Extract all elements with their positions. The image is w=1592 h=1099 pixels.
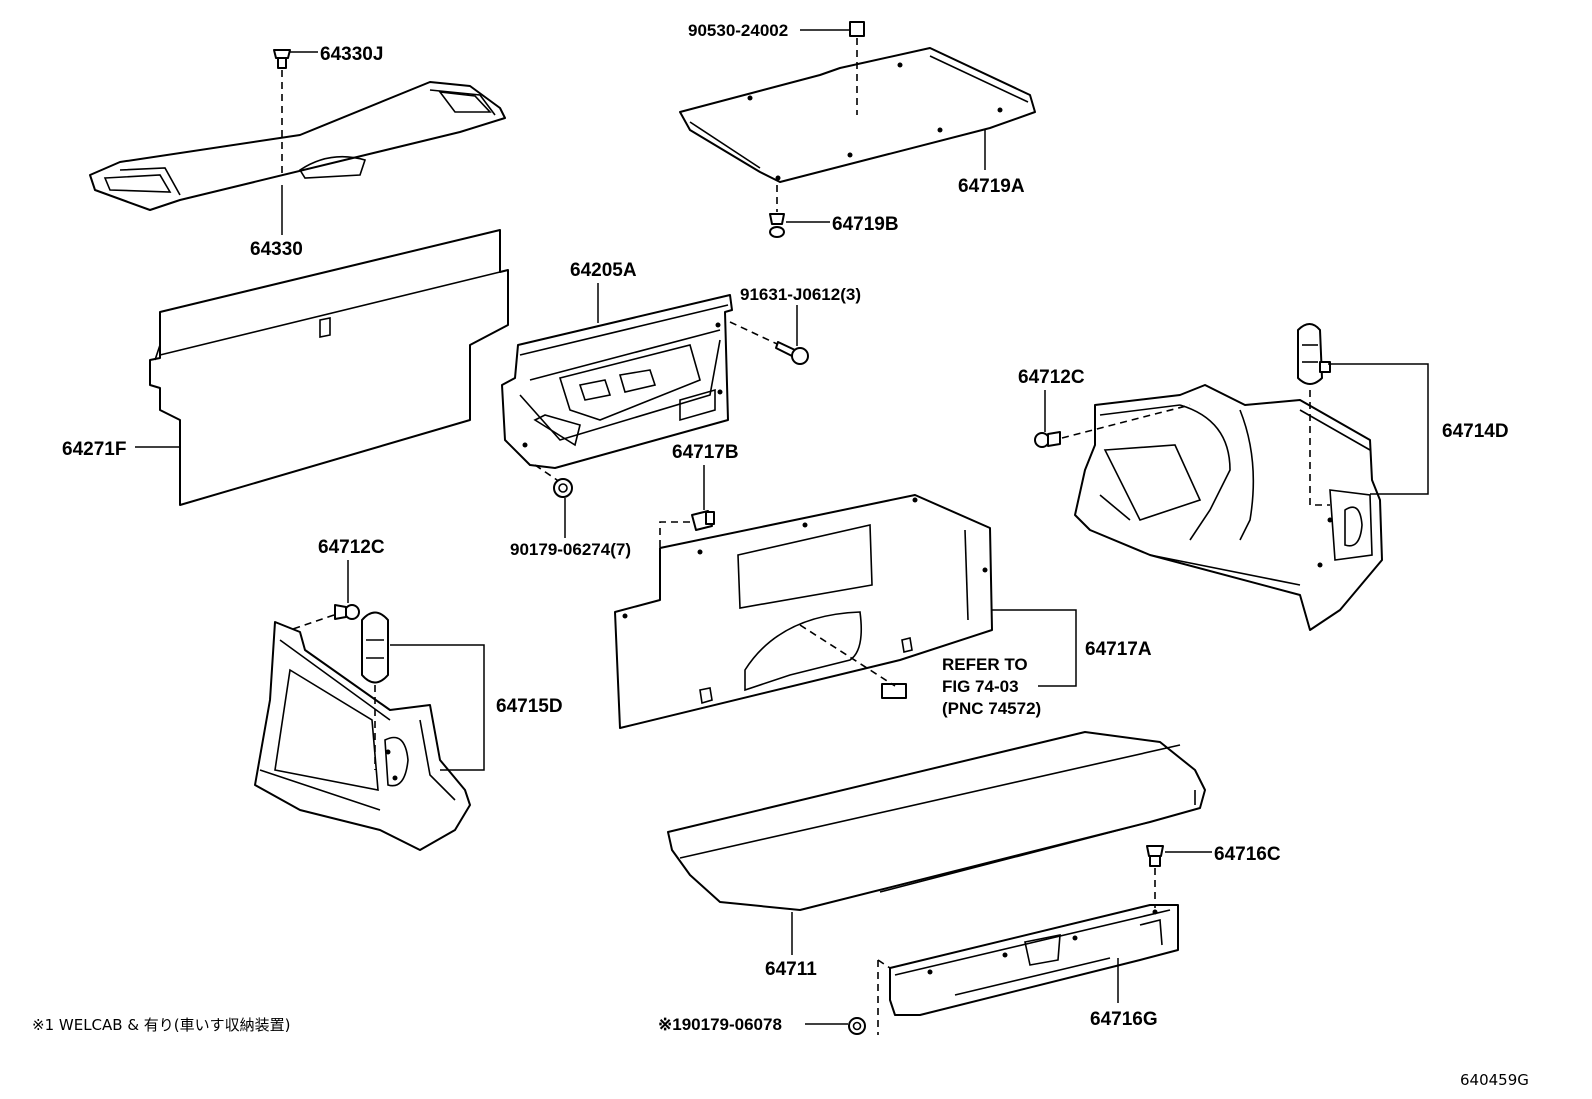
- clip-64330J: [273, 49, 291, 69]
- clip-64712C-left: [334, 604, 360, 620]
- screw-91631-J0612: [775, 341, 809, 365]
- side-trim-left-64715D: [254, 621, 471, 851]
- label-64715D: 64715D: [496, 696, 563, 717]
- label-64330: 64330: [250, 239, 303, 260]
- nut-90179-06274: [553, 478, 573, 498]
- clip-90530-24002: [849, 21, 865, 37]
- label-64711: 64711: [765, 959, 817, 980]
- side-trim-right-64714D: [1074, 384, 1383, 631]
- cover-64715D: [361, 611, 389, 684]
- refer-text-line-2: FIG 74-03: [942, 677, 1019, 696]
- refer-text-line-1: REFER TO: [942, 655, 1028, 674]
- nut-90179-06078: [848, 1017, 866, 1035]
- label-64719B: 64719B: [832, 214, 899, 235]
- bracket-panel-64205A: [501, 294, 733, 469]
- clip-64716C: [1146, 845, 1164, 867]
- label-91631-J0612: 91631-J0612(3): [740, 285, 861, 304]
- footnote: ※1 WELCAB & 有り(車いす収納装置): [32, 1016, 291, 1034]
- package-tray-trim-64330: [89, 81, 506, 211]
- figure-id: 640459G: [1460, 1071, 1529, 1089]
- label-64712C-right: 64712C: [1018, 367, 1085, 388]
- floor-mat-64711: [667, 731, 1206, 911]
- label-90179-06078: ※190179-06078: [658, 1015, 782, 1034]
- label-64714D: 64714D: [1442, 421, 1509, 442]
- label-64719A: 64719A: [958, 176, 1025, 197]
- side-trim-64717A: [614, 494, 993, 729]
- refer-text-line-3: (PNC 74572): [942, 699, 1041, 718]
- label-90179-06274: 90179-06274(7): [510, 540, 631, 559]
- clip-64712C-right: [1034, 431, 1061, 448]
- label-64712C-left: 64712C: [318, 537, 385, 558]
- partition-panel-64271F: [149, 229, 509, 506]
- label-64716G: 64716G: [1090, 1009, 1158, 1030]
- label-64716C: 64716C: [1214, 844, 1281, 865]
- label-90530-24002: 90530-24002: [688, 21, 788, 40]
- clip-64717B: [691, 510, 715, 531]
- label-64330J: 64330J: [320, 44, 383, 65]
- label-64717A: 64717A: [1085, 639, 1152, 660]
- label-64717B: 64717B: [672, 442, 739, 463]
- sill-plate-64716G: [889, 904, 1179, 1016]
- clip-64719B: [769, 213, 785, 238]
- label-64205A: 64205A: [570, 260, 637, 281]
- label-64271F: 64271F: [62, 439, 126, 460]
- cover-64714D: [1297, 323, 1331, 385]
